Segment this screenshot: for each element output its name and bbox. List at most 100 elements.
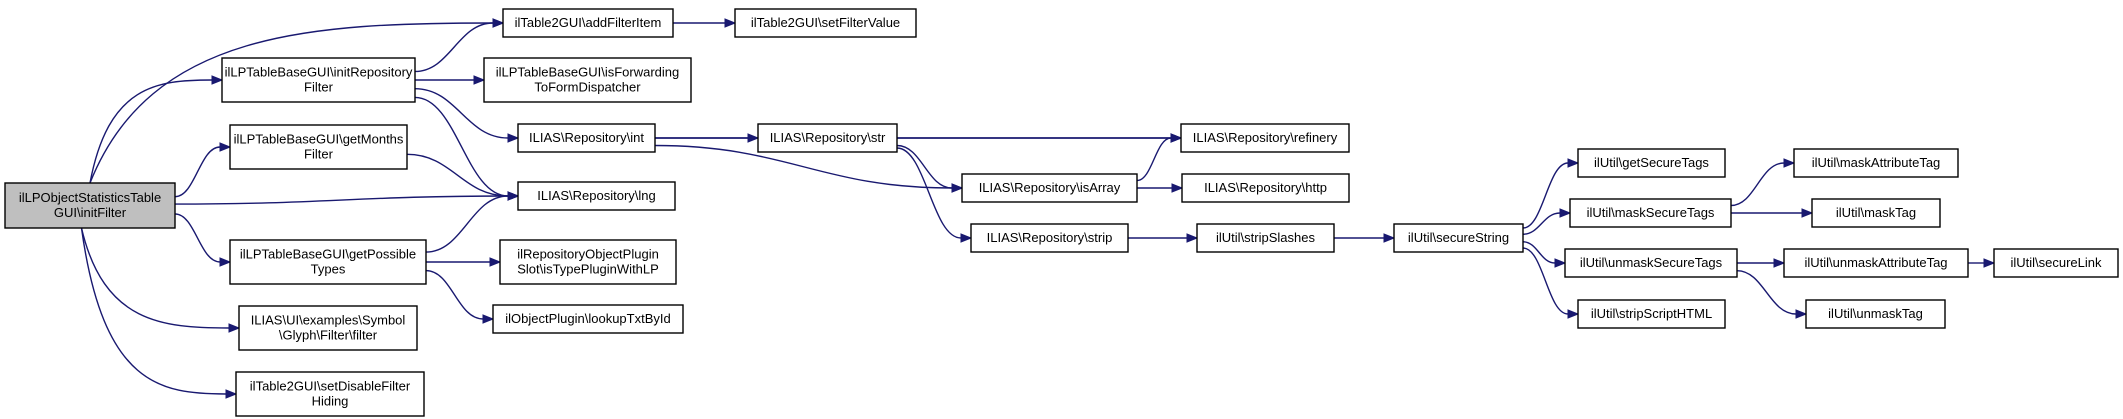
node-unmaskTag[interactable]: ilUtil\unmaskTag [1805,299,1946,329]
node-label: ILIAS\Repository\lng [537,188,656,203]
node-label: ILIAS\Repository\int [529,130,644,145]
node-box [235,371,425,417]
node-strip[interactable]: ILIAS\Repository\strip [970,223,1129,253]
node-symbolFilter[interactable]: ILIAS\UI\examples\Symbol\Glyph\Filter\fi… [238,305,418,351]
node-label: ilUtil\secureString [1408,230,1509,245]
node-label: ilTable2GUI\setDisableFilter [250,379,411,394]
node-label: ilUtil\unmaskAttributeTag [1804,255,1947,270]
node-maskAttributeTag[interactable]: ilUtil\maskAttributeTag [1793,148,1959,178]
node-label: ilUtil\maskAttributeTag [1812,155,1941,170]
edge-line [1522,162,1569,229]
edge-line [425,269,484,320]
arrowhead [1186,233,1199,243]
edge-secureString-to-stripScriptHTML [1522,247,1580,319]
node-int[interactable]: ILIAS\Repository\int [517,123,656,153]
arrowhead [492,18,505,28]
node-box [970,223,1129,253]
arrowhead [211,75,224,85]
node-box [734,8,917,38]
node-label: \Glyph\Filter\filter [279,328,378,343]
node-unmaskAttributeTag[interactable]: ilUtil\unmaskAttributeTag [1783,248,1969,278]
edge-str-to-strip [896,147,973,243]
edge-initRepositoryFilter-to-isForwarding [414,75,486,85]
node-isTypePluginWithLP[interactable]: ilRepositoryObjectPluginSlot\isTypePlugi… [499,239,677,285]
edge-strip-to-stripSlashes [1127,233,1199,243]
node-box [4,182,176,229]
edge-getPossibleTypes-to-lookupTxtById [425,269,495,324]
edge-isArray-to-http [1137,183,1184,193]
edge-line [896,144,953,189]
node-box [229,239,427,285]
node-label: Filter [304,147,334,162]
node-box [1993,248,2119,278]
node-maskSecureTags[interactable]: ilUtil\maskSecureTags [1569,198,1732,228]
edge-secureString-to-maskSecureTags [1522,208,1572,235]
arrowhead [1559,208,1572,218]
edge-root-to-getPossibleTypes [174,213,232,267]
edge-line [1730,162,1785,207]
node-box [492,304,684,334]
edge-line [80,227,230,329]
edge-addFilterItem-to-setFilterValue [673,18,737,28]
node-box [1811,198,1941,228]
node-label: ilRepositoryObjectPlugin [517,247,659,262]
edge-line [1522,247,1569,315]
edge-root-to-getMonthsFilter [174,142,232,198]
node-stripSlashes[interactable]: ilUtil\stripSlashes [1196,223,1335,253]
edge-maskSecureTags-to-maskTag [1731,208,1814,218]
edge-root-to-symbolFilter [80,227,241,333]
arrowhead [1383,233,1396,243]
edge-line [174,146,221,198]
edge-line [80,227,227,395]
node-label: ilUtil\maskSecureTags [1587,205,1715,220]
node-isArray[interactable]: ILIAS\Repository\isArray [961,173,1138,203]
node-box [1577,148,1726,178]
edge-line [1522,241,1556,264]
node-str[interactable]: ILIAS\Repository\str [757,123,898,153]
arrowhead [225,389,238,399]
node-box [221,57,416,103]
node-setFilterValue[interactable]: ilTable2GUI\setFilterValue [734,8,917,38]
node-box [517,123,656,153]
node-label: ilLPTableBaseGUI\isForwarding [496,65,680,80]
arrowhead [1773,258,1786,268]
node-refinery[interactable]: ILIAS\Repository\refinery [1180,123,1350,153]
node-box [238,305,418,351]
node-unmaskSecureTags[interactable]: ilUtil\unmaskSecureTags [1564,248,1738,278]
node-lookupTxtById[interactable]: ilObjectPlugin\lookupTxtById [492,304,684,334]
node-secureLink[interactable]: ilUtil\secureLink [1993,248,2119,278]
node-http[interactable]: ILIAS\Repository\http [1181,173,1350,203]
edge-line [406,153,509,197]
edge-getPossibleTypes-to-isTypePluginWithLP [426,257,502,267]
edge-secureString-to-getSecureTags [1522,158,1580,229]
edge-str-to-isArray [896,144,964,193]
edge-layer [80,18,1996,399]
node-maskTag[interactable]: ilUtil\maskTag [1811,198,1941,228]
node-label: ilLPTableBaseGUI\getMonths [234,132,404,147]
edge-line [1522,212,1561,235]
edge-int-to-str [655,133,760,143]
edge-root-to-initRepositoryFilter [89,75,224,184]
edge-line [174,213,221,263]
edge-initRepositoryFilter-to-int [414,88,520,143]
node-box [483,57,692,103]
node-getSecureTags[interactable]: ilUtil\getSecureTags [1577,148,1726,178]
edge-unmaskAttributeTag-to-secureLink [1968,258,1996,268]
edge-line [414,96,509,197]
node-addFilterItem[interactable]: ilTable2GUI\addFilterItem [502,8,674,38]
node-lng[interactable]: ILIAS\Repository\lng [517,181,676,211]
arrowhead [1983,258,1996,268]
node-secureString[interactable]: ilUtil\secureString [1393,223,1524,253]
node-isForwarding[interactable]: ilLPTableBaseGUI\isForwardingToFormDispa… [483,57,692,103]
node-label: ILIAS\Repository\isArray [979,180,1121,195]
node-box [1783,248,1969,278]
node-box [1805,299,1946,329]
edge-getMonthsFilter-to-lng [406,153,520,201]
arrowhead [507,133,520,143]
node-stripScriptHTML[interactable]: ilUtil\stripScriptHTML [1577,299,1726,329]
